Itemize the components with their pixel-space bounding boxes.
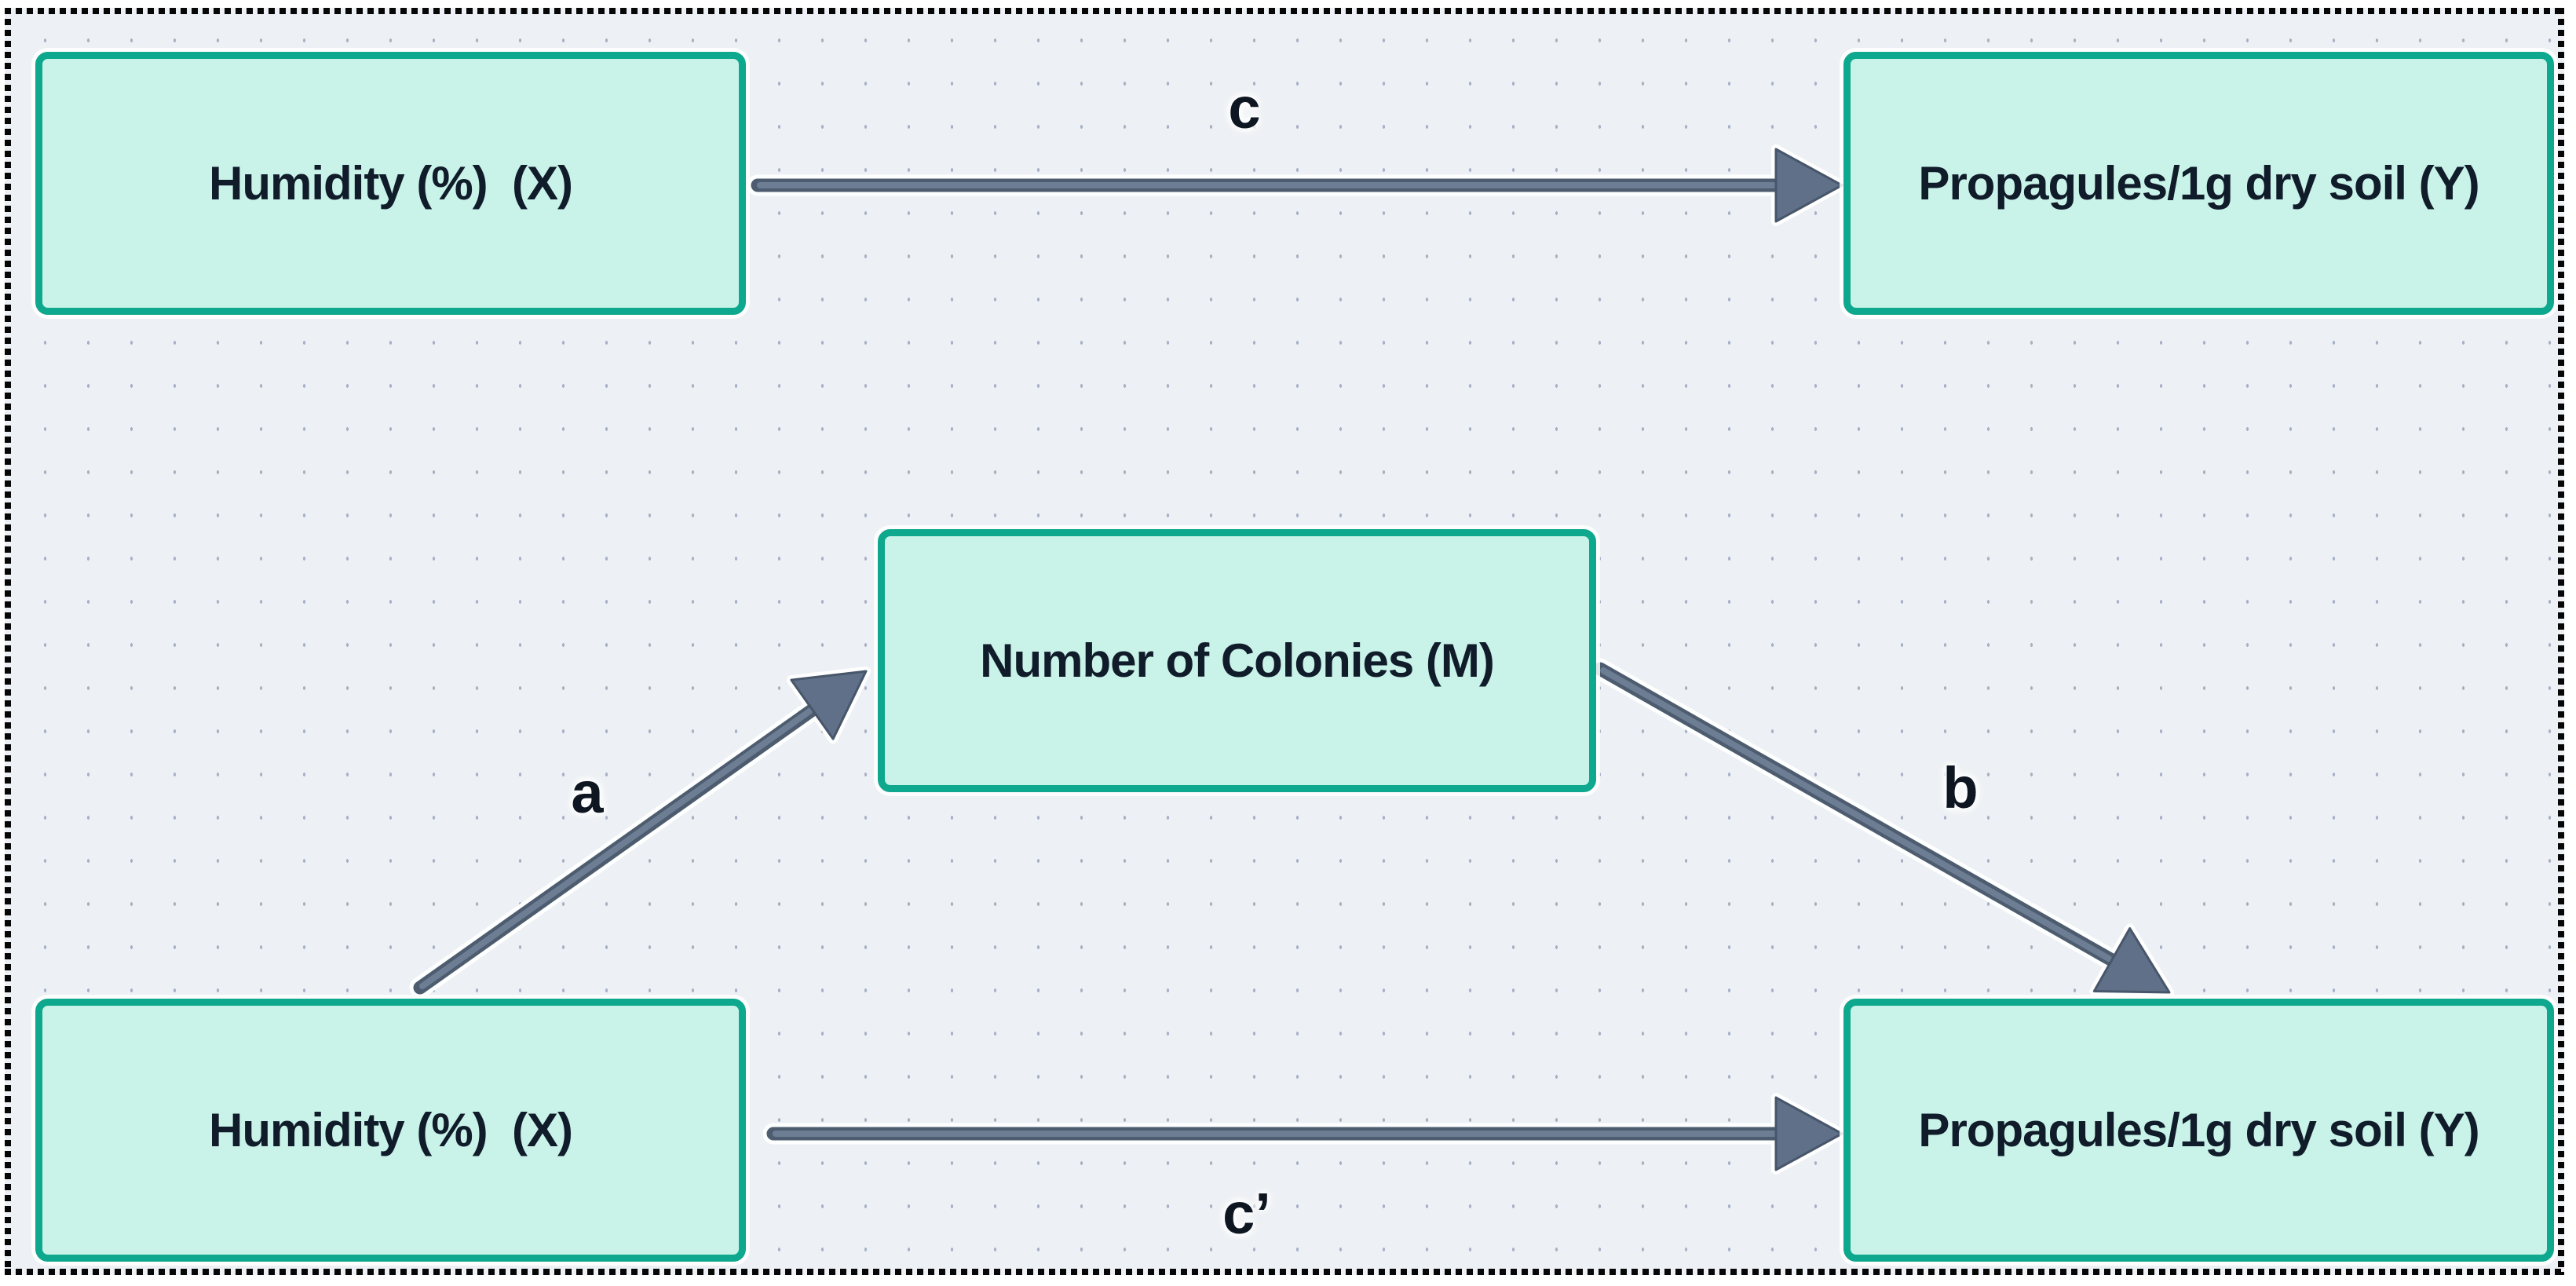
node-propagules-bottom: Propagules/1g dry soil (Y) [1843,999,2554,1262]
node-propagules-top-label: Propagules/1g dry soil (Y) [1918,156,2479,210]
node-mediator-colonies: Number of Colonies (M) [878,529,1596,792]
edge-label-c-prime: c’ [1222,1181,1271,1246]
node-mediator-colonies-label: Number of Colonies (M) [980,634,1495,687]
frame-border-top [5,8,2564,14]
node-humidity-bottom: Humidity (%) (X) [35,999,746,1262]
node-propagules-top: Propagules/1g dry soil (Y) [1843,52,2554,315]
frame-border-right [2558,8,2564,1275]
node-humidity-top: Humidity (%) (X) [35,52,746,315]
frame-border-bottom [5,1269,2564,1275]
node-propagules-bottom-label: Propagules/1g dry soil (Y) [1918,1103,2479,1156]
edge-label-c: c [1228,75,1261,141]
edge-label-a: a [571,760,604,825]
frame-border-left [5,8,11,1275]
node-humidity-bottom-label: Humidity (%) (X) [209,1103,573,1156]
edge-label-b: b [1942,755,1979,820]
node-humidity-top-label: Humidity (%) (X) [209,156,573,210]
